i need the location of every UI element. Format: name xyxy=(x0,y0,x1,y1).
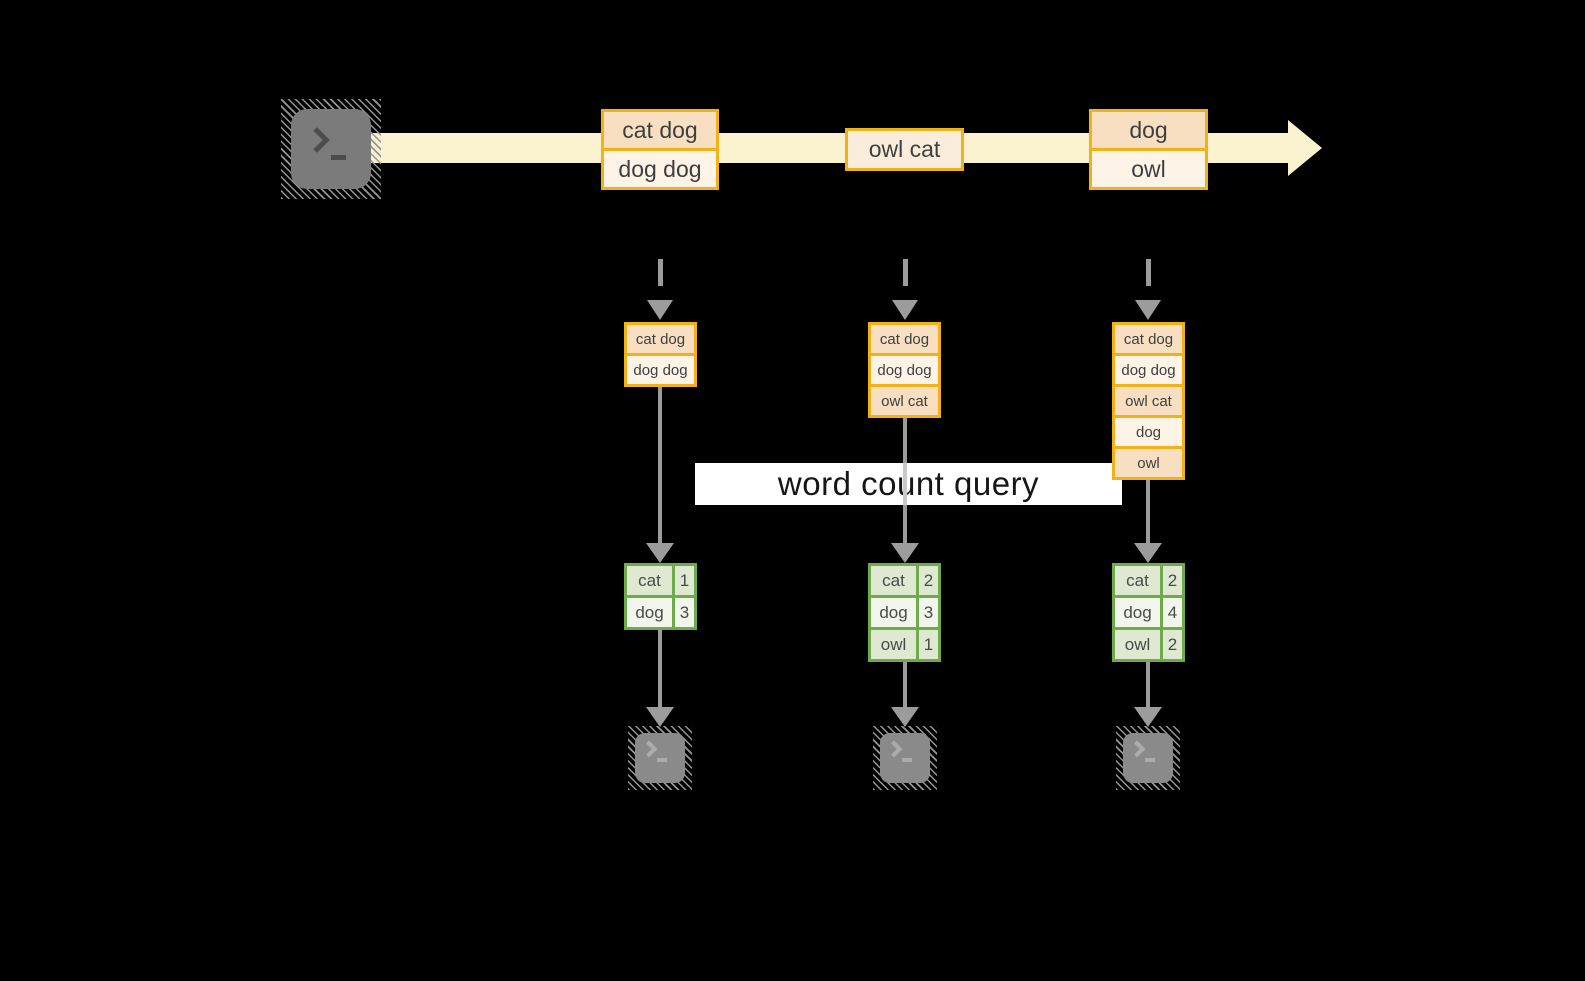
count-cell: 2 xyxy=(1167,634,1178,654)
word-count-table-2: cat 2 dog 3 owl 1 xyxy=(868,563,941,662)
query-label-band: word count query xyxy=(695,463,1122,505)
table-row: cat 2 xyxy=(871,566,938,595)
table-row: cat 2 xyxy=(1115,566,1182,595)
word-cell: owl xyxy=(1115,630,1163,659)
dashed-arrow-head-icon xyxy=(1135,300,1161,320)
terminal-icon xyxy=(873,726,937,790)
batch-line: dog xyxy=(1092,112,1205,148)
dashed-arrow-stem xyxy=(903,259,908,286)
arrow-head-icon xyxy=(891,543,919,563)
count-cell: 2 xyxy=(1167,570,1178,590)
count-cell: 4 xyxy=(1167,602,1178,622)
terminal-prompt-icon xyxy=(885,740,903,758)
arrow-stem xyxy=(1146,480,1150,543)
batch-line: dog dog xyxy=(1115,353,1182,384)
batch-line: cat dog xyxy=(627,325,694,353)
batch-line: owl cat xyxy=(848,131,961,168)
batch-line: owl cat xyxy=(1115,384,1182,415)
stream-batch-1: cat dog dog dog xyxy=(601,109,719,190)
arrow-head-icon xyxy=(1134,707,1162,727)
terminal-screen xyxy=(291,109,371,189)
batch-line: owl xyxy=(1092,148,1205,187)
dashed-arrow-stem xyxy=(658,259,663,286)
batch-line: dog xyxy=(1115,415,1182,446)
batch-line: cat dog xyxy=(604,112,716,148)
table-row: cat 1 xyxy=(627,566,694,595)
word-cell: dog xyxy=(627,598,675,627)
arrow-head-icon xyxy=(1134,543,1162,563)
arrow-stem-over-band xyxy=(903,463,907,505)
dashed-arrow-stem xyxy=(1146,259,1151,286)
batch-line: owl xyxy=(1115,446,1182,477)
count-cell: 3 xyxy=(679,602,690,622)
count-cell: 1 xyxy=(923,634,934,654)
terminal-screen xyxy=(1123,733,1173,783)
terminal-cursor-icon xyxy=(1145,758,1155,762)
arrow-stem xyxy=(1146,662,1150,707)
terminal-cursor-icon xyxy=(902,758,912,762)
word-cell: cat xyxy=(627,566,675,595)
arrow-head-icon xyxy=(646,543,674,563)
terminal-icon xyxy=(281,99,381,199)
terminal-cursor-icon xyxy=(657,758,667,762)
dashed-arrow-head-icon xyxy=(892,300,918,320)
word-cell: cat xyxy=(1115,566,1163,595)
arrow-stem xyxy=(658,630,662,707)
input-stream-arrowhead-icon xyxy=(1288,120,1322,176)
batch-line: cat dog xyxy=(871,325,938,353)
terminal-prompt-icon xyxy=(304,127,330,153)
terminal-screen xyxy=(635,733,685,783)
table-row: dog 3 xyxy=(627,595,694,627)
arrow-stem xyxy=(903,662,907,707)
query-label: word count query xyxy=(777,465,1040,502)
batch-line: dog dog xyxy=(871,353,938,384)
word-cell: dog xyxy=(871,598,919,627)
arrow-head-icon xyxy=(891,707,919,727)
word-cell: dog xyxy=(1115,598,1163,627)
word-cell: cat xyxy=(871,566,919,595)
terminal-prompt-icon xyxy=(640,740,658,758)
count-cell: 3 xyxy=(923,602,934,622)
word-count-table-3: cat 2 dog 4 owl 2 xyxy=(1112,563,1185,662)
terminal-screen xyxy=(880,733,930,783)
batch-line: dog dog xyxy=(604,148,716,187)
word-cell: owl xyxy=(871,630,919,659)
batch-line: cat dog xyxy=(1115,325,1182,353)
terminal-prompt-icon xyxy=(1128,740,1146,758)
count-cell: 2 xyxy=(923,570,934,590)
stream-batch-3: dog owl xyxy=(1089,109,1208,190)
micro-batch-box-2: cat dog dog dog owl cat xyxy=(868,322,941,418)
stream-batch-2: owl cat xyxy=(845,128,964,171)
terminal-icon xyxy=(1116,726,1180,790)
table-row: owl 2 xyxy=(1115,627,1182,659)
batch-line: dog dog xyxy=(627,353,694,384)
arrow-stem xyxy=(658,387,662,543)
terminal-cursor-icon xyxy=(331,155,346,160)
dashed-arrow-head-icon xyxy=(647,300,673,320)
table-row: dog 3 xyxy=(871,595,938,627)
micro-batch-box-3: cat dog dog dog owl cat dog owl xyxy=(1112,322,1185,480)
table-row: owl 1 xyxy=(871,627,938,659)
word-count-table-1: cat 1 dog 3 xyxy=(624,563,697,630)
arrow-head-icon xyxy=(646,707,674,727)
batch-line: owl cat xyxy=(871,384,938,415)
count-cell: 1 xyxy=(679,570,690,590)
table-row: dog 4 xyxy=(1115,595,1182,627)
micro-batch-box-1: cat dog dog dog xyxy=(624,322,697,387)
terminal-icon xyxy=(628,726,692,790)
